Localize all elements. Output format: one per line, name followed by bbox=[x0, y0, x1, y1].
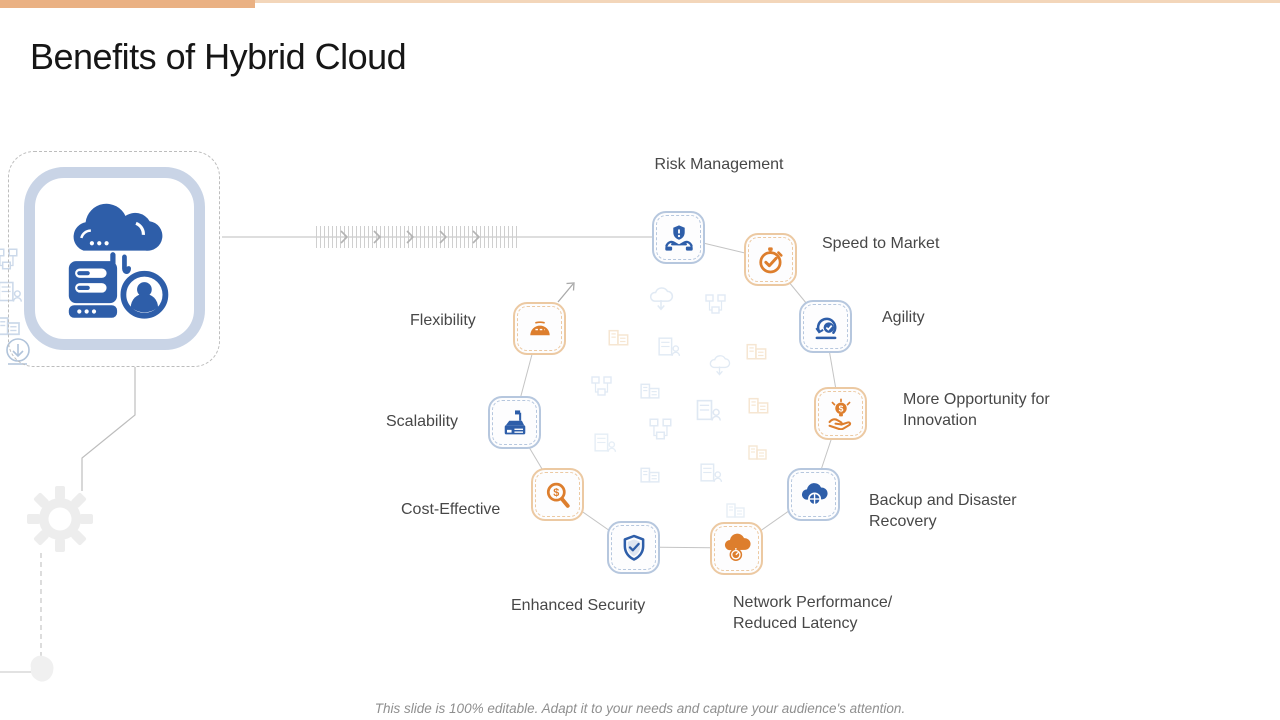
benefit-node-innovation: $ bbox=[814, 387, 867, 440]
label-enhanced-security: Enhanced Security bbox=[511, 597, 646, 614]
hub-dashed-frame bbox=[8, 151, 220, 367]
shield-check-icon bbox=[623, 534, 644, 561]
flex-dome-icon bbox=[529, 320, 550, 335]
benefit-node-enhanced-security bbox=[607, 521, 660, 574]
page-title: Benefits of Hybrid Cloud bbox=[30, 36, 407, 78]
benefit-node-speed-to-market bbox=[744, 233, 797, 286]
label-innovation: More Opportunity for Innovation bbox=[903, 391, 1050, 429]
benefit-node-agility bbox=[799, 300, 852, 353]
agile-cycle-check-icon bbox=[814, 317, 836, 339]
label-scalability: Scalability bbox=[386, 413, 459, 430]
label-cost-effective: Cost-Effective bbox=[401, 501, 501, 518]
benefit-node-cost-effective: $ bbox=[531, 468, 584, 521]
scaling-machine-icon bbox=[504, 409, 525, 434]
label-flexibility: Flexibility bbox=[410, 312, 476, 329]
gear-icon bbox=[27, 486, 93, 552]
svg-text:$: $ bbox=[553, 487, 559, 499]
hub-down-path bbox=[0, 367, 136, 682]
magnifier-dollar-icon: $ bbox=[546, 482, 570, 508]
flexibility-arrow bbox=[557, 282, 575, 303]
hub-connector-chevrons bbox=[340, 230, 481, 244]
benefit-node-scalability bbox=[488, 396, 541, 449]
top-accent-bar-light bbox=[255, 0, 1280, 3]
idea-bulb-hand-icon: $ bbox=[828, 398, 851, 430]
benefit-node-flexibility bbox=[513, 302, 566, 355]
stopwatch-check-icon bbox=[758, 246, 783, 273]
benefit-node-backup-recovery bbox=[787, 468, 840, 521]
blob-shape bbox=[30, 655, 54, 682]
top-accent-bar-dark bbox=[0, 0, 255, 8]
hub-card bbox=[24, 167, 205, 350]
label-risk-management: Risk Management bbox=[654, 156, 784, 173]
label-speed-to-market: Speed to Market bbox=[822, 235, 940, 252]
hybrid-cloud-server-user-icon bbox=[68, 203, 168, 319]
benefit-node-risk-management bbox=[652, 211, 705, 264]
shield-hands-icon bbox=[664, 224, 693, 251]
background-icon-scatter bbox=[591, 287, 769, 518]
footer-note: This slide is 100% editable. Adapt it to… bbox=[374, 701, 906, 716]
svg-text:$: $ bbox=[838, 403, 843, 413]
hub-connector-hatch bbox=[316, 226, 518, 248]
cloud-gauge-icon bbox=[724, 533, 751, 561]
label-network-performance: Network Performance/ Reduced Latency bbox=[733, 594, 893, 632]
label-agility: Agility bbox=[882, 309, 925, 326]
benefit-node-network-performance bbox=[710, 522, 763, 575]
cloud-shield-icon bbox=[801, 482, 828, 506]
label-backup-recovery: Backup and Disaster Recovery bbox=[869, 492, 1017, 530]
